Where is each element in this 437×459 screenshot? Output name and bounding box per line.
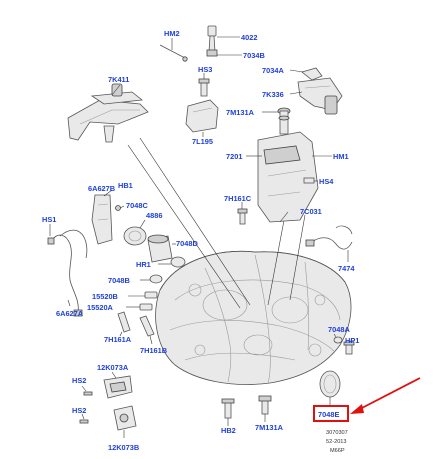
callout-7m131a-bottom: 7M131A — [255, 423, 284, 432]
callout-7474: 7474 — [338, 264, 355, 273]
seal-7048e — [319, 370, 341, 405]
callout-4022: 4022 — [241, 33, 257, 42]
reference-code: 3070307 52-2013 M66P — [326, 430, 348, 454]
bolt-hs4 — [303, 177, 318, 184]
seal-7048b — [140, 274, 163, 284]
reference-line-3: M66P — [330, 448, 345, 454]
bolts-7h161 — [117, 311, 155, 345]
bolt-hs3 — [198, 73, 210, 97]
highlight-arrow — [350, 377, 421, 414]
callout-hp1: HP1 — [345, 336, 359, 345]
callout-7048c: 7048C — [126, 201, 148, 210]
callout-7h161c: 7H161C — [224, 194, 252, 203]
callout-7l195: 7L195 — [192, 137, 213, 146]
sensor-12k073a — [81, 371, 133, 399]
callout-7048b: 7048B — [108, 276, 130, 285]
callout-hm2: HM2 — [164, 29, 180, 38]
callout-7k336: 7K336 — [262, 90, 284, 99]
ring-hr1 — [158, 256, 186, 268]
housing-7l195 — [185, 99, 219, 137]
highlight-box — [313, 405, 349, 422]
callout-7k411: 7K411 — [108, 75, 129, 84]
callout-hm1: HM1 — [333, 152, 349, 161]
callout-7201: 7201 — [226, 152, 242, 161]
lever-7k336 — [289, 67, 343, 115]
harness-hs1 — [47, 224, 88, 317]
callout-hs4: HS4 — [319, 177, 334, 186]
plug-hp1 — [333, 333, 355, 355]
callout-12k073a: 12K073A — [97, 363, 129, 372]
transmission-case — [155, 250, 352, 385]
reference-line-2: 52-2013 — [326, 439, 347, 445]
selector-housing-7201 — [246, 115, 332, 223]
bolt-7h161c — [237, 202, 248, 225]
bolt-hb2 — [221, 398, 235, 426]
callout-7034a: 7034A — [262, 66, 284, 75]
seal-4886 — [123, 219, 147, 246]
callout-labels: HM2 4022 7034B 7K411 HS3 7034A 7K336 7M1… — [42, 29, 359, 452]
sensor-12k073b — [79, 405, 137, 438]
callout-7c031: 7C031 — [300, 207, 322, 216]
callout-hs3: HS3 — [198, 65, 212, 74]
sensor-4022 — [206, 25, 242, 57]
callout-7h161a: 7H161A — [104, 335, 132, 344]
callout-4886: 4886 — [146, 211, 162, 220]
callout-hb1: HB1 — [118, 181, 133, 190]
callout-15520a: 15520A — [87, 303, 114, 312]
callout-6a627a: 6A627A — [56, 309, 84, 318]
callout-12k073b: 12K073B — [108, 443, 139, 452]
callout-7h161b: 7H161B — [140, 346, 167, 355]
part-7c031 — [279, 211, 289, 223]
cylinder-7048d — [147, 234, 176, 263]
sensor-15520 — [126, 291, 158, 311]
callout-hr1: HR1 — [136, 260, 151, 269]
callout-hs2-bottom: HS2 — [72, 406, 86, 415]
callout-hb2: HB2 — [221, 426, 236, 435]
bracket-6a627b — [91, 189, 125, 245]
callout-15520b: 15520B — [92, 292, 118, 301]
assembly-guide-lines — [127, 137, 306, 309]
shift-fork-7k411 — [67, 83, 149, 143]
harness-hm2 — [159, 38, 188, 62]
callout-6a627b: 6A627B — [88, 184, 115, 193]
callout-7048d: 7048D — [176, 239, 198, 248]
callout-7048e: 7048E — [318, 410, 339, 419]
breather-tube-7474 — [305, 225, 353, 262]
bolt-7m131a-top — [262, 107, 291, 118]
reference-line-1: 3070307 — [326, 430, 348, 436]
callout-hs1: HS1 — [42, 215, 56, 224]
callout-7034b: 7034B — [243, 51, 265, 60]
callout-7m131a-top: 7M131A — [226, 108, 255, 117]
bolt-7m131a-bottom — [258, 395, 272, 422]
callout-7048a: 7048A — [328, 325, 350, 334]
callout-hs2-top: HS2 — [72, 376, 86, 385]
